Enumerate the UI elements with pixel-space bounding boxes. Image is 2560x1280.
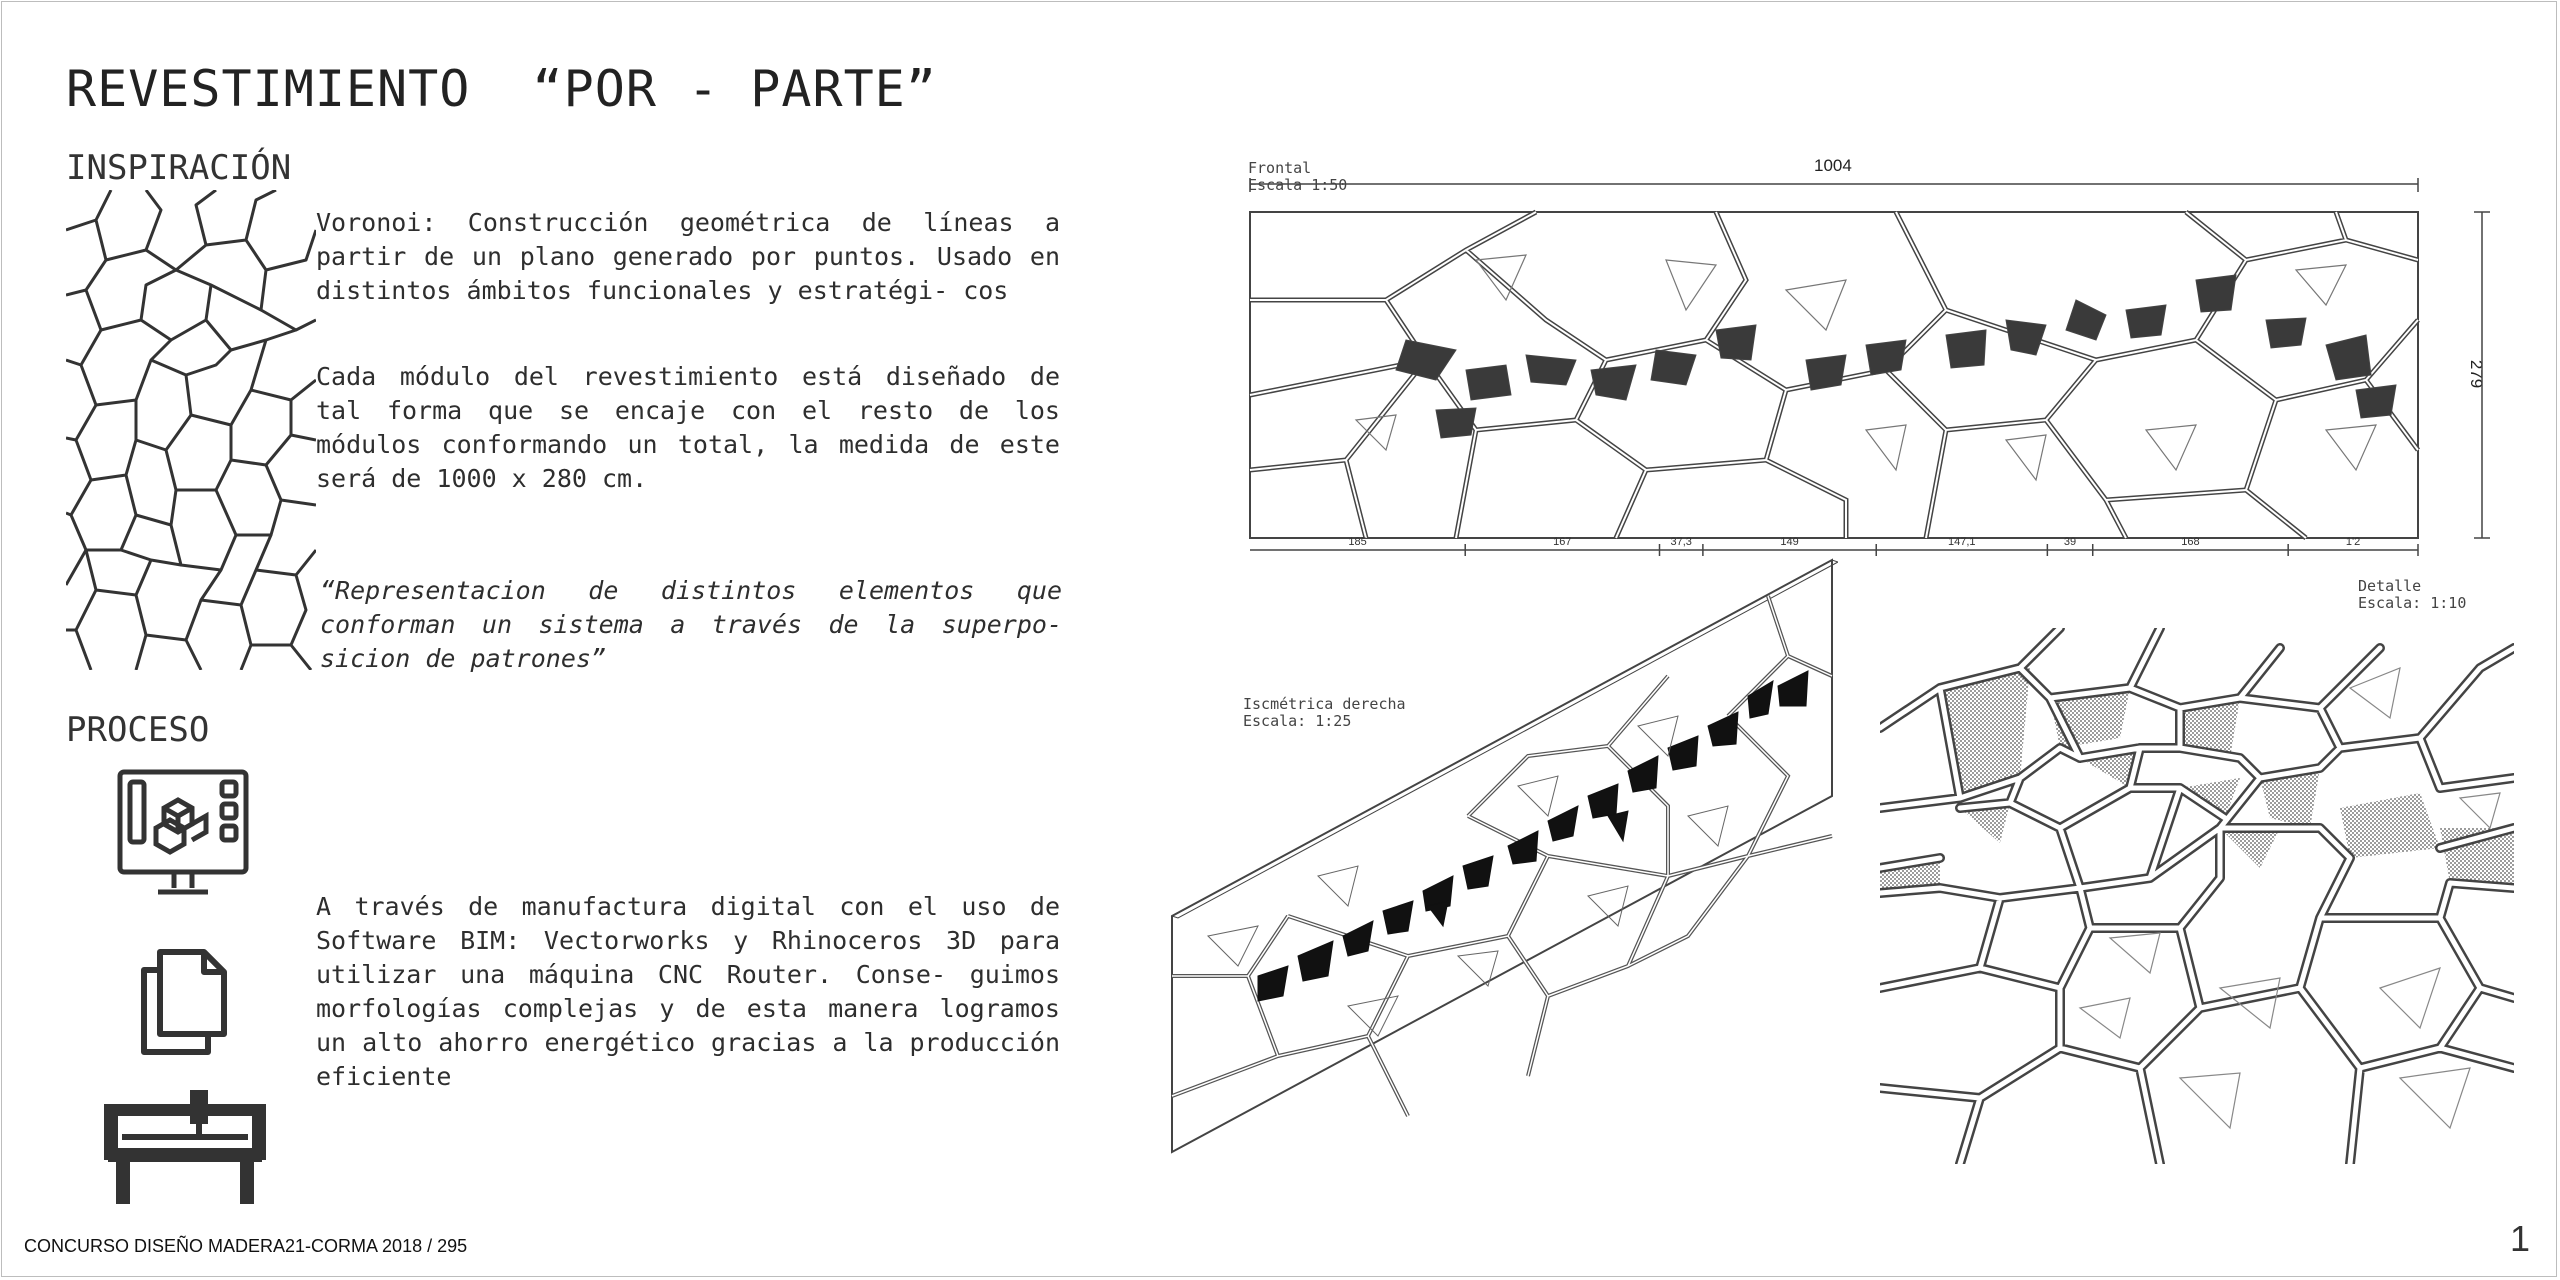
computer-3d-model-icon (116, 768, 250, 902)
cnc-router-icon (104, 1090, 266, 1204)
page-number: 1 (2510, 1218, 2531, 1259)
segment-dimension-5: 39 (2063, 536, 2077, 548)
footer-contest-label: CONCURSO DISEÑO MADERA21-CORMA 2018 / 29… (24, 1236, 468, 1256)
segment-dimension-2: 37,3 (1670, 536, 1692, 548)
frontal-elevation-drawing (1246, 170, 2496, 570)
frontal-width-dimension: 1004 (1814, 156, 1852, 175)
isometric-drawing (1168, 556, 1838, 1156)
proceso-heading: PROCESO (66, 710, 210, 750)
detail-label: Detalle Escala: 1:10 (2358, 577, 2467, 612)
frontal-label: Frontal Escala 1:50 (1248, 159, 1348, 194)
segment-dimension-1: 167 (1553, 536, 1572, 548)
page-title: REVESTIMIENTO “POR - PARTE” (66, 60, 937, 118)
segment-dimension-0: 185 (1348, 536, 1367, 548)
voronoi-description: Voronoi: Construcción geométrica de líne… (316, 208, 1060, 305)
isometric-label: Iscmétrica derecha Escala: 1:25 (1243, 695, 1406, 730)
proceso-description: A través de manufactura digital con el u… (316, 892, 1060, 1091)
module-description: Cada módulo del revestimiento está diseñ… (316, 362, 1060, 493)
documents-icon (138, 948, 230, 1058)
segment-dimension-4: 147,1 (1948, 536, 1976, 548)
detail-drawing (1880, 628, 2514, 1164)
segment-dimension-3: 149 (1780, 536, 1799, 548)
voronoi-pattern-illustration (66, 190, 316, 670)
segment-dimension-7: 1'2 (2345, 536, 2361, 548)
segment-dimension-6: 168 (2181, 536, 2200, 548)
concept-quote: “Representacion de distintos elementos q… (320, 576, 1062, 673)
inspiracion-heading: INSPIRACIÓN (66, 148, 292, 188)
